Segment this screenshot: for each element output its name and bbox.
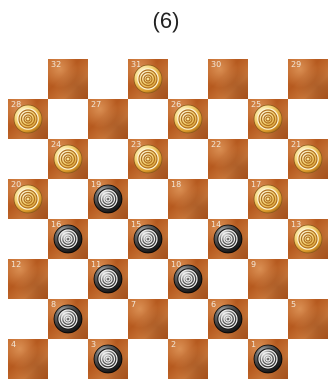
white-checker-piece[interactable] xyxy=(13,104,43,134)
light-square xyxy=(288,339,328,379)
black-checker-piece[interactable] xyxy=(53,224,83,254)
black-checker-piece[interactable] xyxy=(213,224,243,254)
square-number: 22 xyxy=(211,141,221,149)
square-19[interactable]: 19 xyxy=(88,179,128,219)
light-square xyxy=(88,299,128,339)
square-16[interactable]: 16 xyxy=(48,219,88,259)
square-26[interactable]: 26 xyxy=(168,99,208,139)
square-14[interactable]: 14 xyxy=(208,219,248,259)
light-square xyxy=(48,259,88,299)
black-checker-piece[interactable] xyxy=(93,344,123,374)
square-number: 7 xyxy=(131,301,136,309)
white-checker-piece[interactable] xyxy=(253,104,283,134)
light-square xyxy=(208,179,248,219)
white-checker-piece[interactable] xyxy=(133,64,163,94)
light-square xyxy=(248,219,288,259)
square-3[interactable]: 3 xyxy=(88,339,128,379)
light-square xyxy=(208,259,248,299)
light-square xyxy=(248,139,288,179)
white-checker-piece[interactable] xyxy=(173,104,203,134)
square-4[interactable]: 4 xyxy=(8,339,48,379)
square-2[interactable]: 2 xyxy=(168,339,208,379)
white-checker-piece[interactable] xyxy=(253,184,283,214)
diagram-title: (6) xyxy=(0,8,332,34)
square-number: 12 xyxy=(11,261,21,269)
light-square xyxy=(48,339,88,379)
light-square xyxy=(168,299,208,339)
square-11[interactable]: 11 xyxy=(88,259,128,299)
light-square xyxy=(128,179,168,219)
light-square xyxy=(128,339,168,379)
white-checker-piece[interactable] xyxy=(293,144,323,174)
light-square xyxy=(168,59,208,99)
light-square xyxy=(128,99,168,139)
light-square xyxy=(48,179,88,219)
white-checker-piece[interactable] xyxy=(133,144,163,174)
white-checker-piece[interactable] xyxy=(293,224,323,254)
black-checker-piece[interactable] xyxy=(213,304,243,334)
light-square xyxy=(288,179,328,219)
square-number: 9 xyxy=(251,261,256,269)
light-square xyxy=(88,219,128,259)
square-18[interactable]: 18 xyxy=(168,179,208,219)
black-checker-piece[interactable] xyxy=(93,184,123,214)
light-square xyxy=(248,59,288,99)
square-number: 5 xyxy=(291,301,296,309)
light-square xyxy=(288,259,328,299)
light-square xyxy=(8,219,48,259)
square-8[interactable]: 8 xyxy=(48,299,88,339)
square-5[interactable]: 5 xyxy=(288,299,328,339)
square-25[interactable]: 25 xyxy=(248,99,288,139)
square-number: 29 xyxy=(291,61,301,69)
black-checker-piece[interactable] xyxy=(173,264,203,294)
square-10[interactable]: 10 xyxy=(168,259,208,299)
light-square xyxy=(48,99,88,139)
white-checker-piece[interactable] xyxy=(53,144,83,174)
square-28[interactable]: 28 xyxy=(8,99,48,139)
square-9[interactable]: 9 xyxy=(248,259,288,299)
square-number: 30 xyxy=(211,61,221,69)
square-22[interactable]: 22 xyxy=(208,139,248,179)
square-20[interactable]: 20 xyxy=(8,179,48,219)
light-square xyxy=(208,99,248,139)
light-square xyxy=(208,339,248,379)
square-number: 27 xyxy=(91,101,101,109)
square-number: 18 xyxy=(171,181,181,189)
square-15[interactable]: 15 xyxy=(128,219,168,259)
white-checker-piece[interactable] xyxy=(13,184,43,214)
light-square xyxy=(168,139,208,179)
square-number: 32 xyxy=(51,61,61,69)
square-31[interactable]: 31 xyxy=(128,59,168,99)
square-17[interactable]: 17 xyxy=(248,179,288,219)
square-1[interactable]: 1 xyxy=(248,339,288,379)
square-29[interactable]: 29 xyxy=(288,59,328,99)
square-number: 2 xyxy=(171,341,176,349)
square-number: 4 xyxy=(11,341,16,349)
square-7[interactable]: 7 xyxy=(128,299,168,339)
light-square xyxy=(168,219,208,259)
square-27[interactable]: 27 xyxy=(88,99,128,139)
light-square xyxy=(8,59,48,99)
black-checker-piece[interactable] xyxy=(93,264,123,294)
light-square xyxy=(8,139,48,179)
light-square xyxy=(88,59,128,99)
square-30[interactable]: 30 xyxy=(208,59,248,99)
black-checker-piece[interactable] xyxy=(53,304,83,334)
square-32[interactable]: 32 xyxy=(48,59,88,99)
light-square xyxy=(248,299,288,339)
square-13[interactable]: 13 xyxy=(288,219,328,259)
square-12[interactable]: 12 xyxy=(8,259,48,299)
light-square xyxy=(88,139,128,179)
black-checker-piece[interactable] xyxy=(253,344,283,374)
black-checker-piece[interactable] xyxy=(133,224,163,254)
square-21[interactable]: 21 xyxy=(288,139,328,179)
light-square xyxy=(128,259,168,299)
light-square xyxy=(8,299,48,339)
light-square xyxy=(288,99,328,139)
square-6[interactable]: 6 xyxy=(208,299,248,339)
square-24[interactable]: 24 xyxy=(48,139,88,179)
square-23[interactable]: 23 xyxy=(128,139,168,179)
